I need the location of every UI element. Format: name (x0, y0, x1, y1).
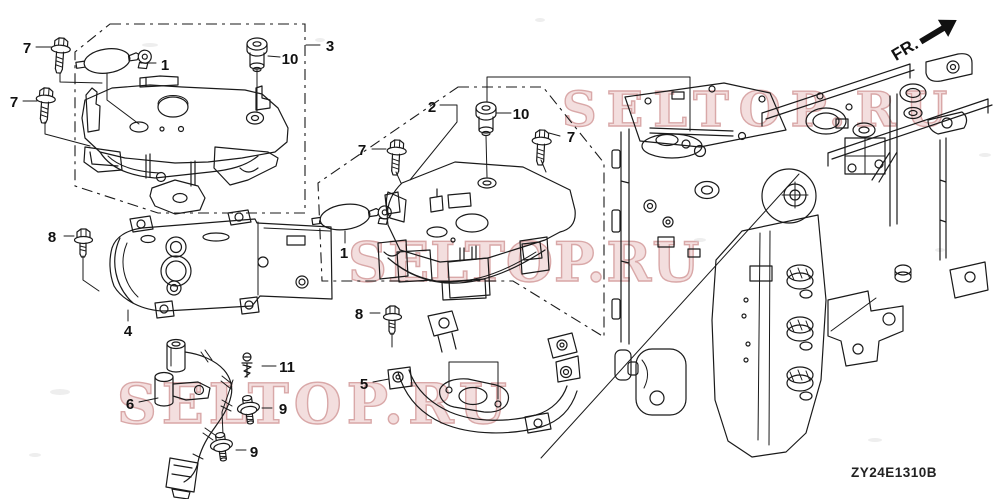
callout-label-7: 7 (23, 40, 31, 57)
spool-boss (786, 316, 814, 351)
front-direction-indicator: FR. (888, 19, 957, 65)
bolt-8b (382, 305, 403, 335)
cover-plate-assembly-3 (81, 75, 289, 215)
bolt-7c (385, 138, 408, 177)
engine-block (611, 53, 993, 458)
bolt-10b (475, 101, 497, 137)
leader-lines (486, 76, 800, 459)
callout-label-10: 10 (513, 106, 530, 123)
callout-label-11: 11 (279, 359, 295, 376)
mounting-plate-4 (109, 209, 333, 319)
cap-part-1a (75, 48, 152, 74)
callout-labels: 7 7 1 3 10 8 4 2 10 7 7 1 8 5 6 11 9 9 (10, 38, 575, 461)
spool-boss (786, 366, 814, 401)
callout-label-7: 7 (10, 94, 18, 111)
front-direction-arrow-icon (919, 19, 957, 45)
gasket (439, 361, 510, 413)
callout-label-9: 9 (279, 401, 287, 418)
diagram-code: ZY24E1310B (851, 465, 937, 480)
assembly-box-3 (74, 23, 306, 214)
callout-label-3: 3 (326, 38, 334, 55)
pulser-sensor-6 (154, 338, 233, 499)
paper-noise (29, 18, 991, 457)
stay-bracket-5 (387, 310, 581, 434)
assembly-box-2 (317, 86, 605, 338)
callout-label-2: 2 (428, 99, 436, 116)
callout-label-8: 8 (48, 229, 56, 246)
callout-label-8: 8 (355, 306, 363, 323)
spool-boss (786, 264, 814, 299)
cover-plate-assembly-2 (377, 161, 576, 301)
callout-label-4: 4 (124, 323, 133, 340)
callout-label-7: 7 (358, 142, 366, 159)
callout-label-9: 9 (250, 444, 258, 461)
watermark: SELTOP.RU (562, 82, 957, 138)
watermark: SELTOP.RU (117, 371, 512, 436)
bolt-8a (73, 228, 94, 258)
clip-11 (241, 352, 253, 378)
callout-label-5: 5 (360, 376, 368, 393)
callout-label-1: 1 (161, 57, 169, 74)
bolt-7b (34, 86, 57, 125)
callout-label-7: 7 (567, 129, 575, 146)
front-direction-label: FR. (888, 34, 921, 64)
bolt-10a (246, 37, 268, 73)
callout-label-10: 10 (282, 51, 299, 68)
callout-label-6: 6 (126, 396, 134, 413)
callout-label-1: 1 (340, 245, 348, 262)
bolt-7a (49, 36, 72, 75)
callout-leaders (22, 44, 561, 451)
